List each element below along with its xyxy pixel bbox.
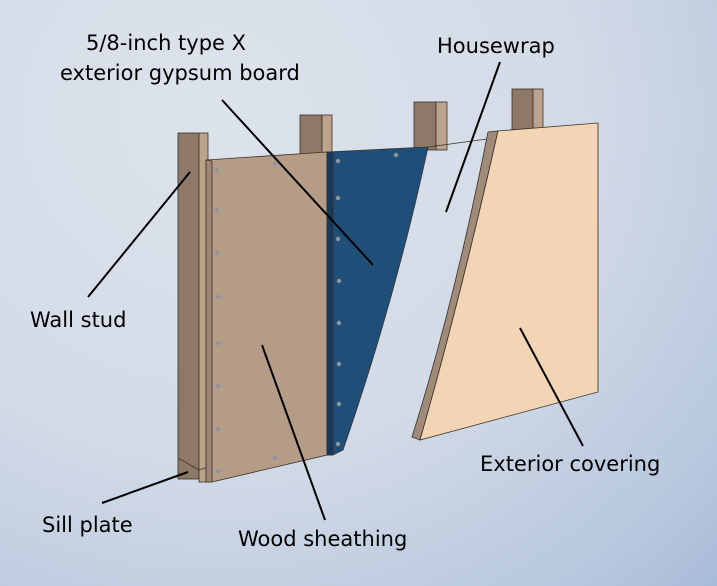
exterior-covering bbox=[411, 122, 599, 441]
housewrap-leader-line bbox=[445, 61, 501, 213]
wall-stud-3 bbox=[413, 101, 448, 151]
sill-plate-label: Sill plate bbox=[42, 513, 133, 537]
wall-stud-leader-line bbox=[87, 171, 191, 298]
wall-stud-label: Wall stud bbox=[30, 308, 127, 332]
gypsum-label-line1: 5/8-inch type X bbox=[86, 31, 247, 55]
fasteners bbox=[214, 152, 399, 474]
housewrap-label: Housewrap bbox=[437, 34, 555, 58]
gypsum-leader-line bbox=[221, 99, 374, 266]
wood-sheathing bbox=[205, 151, 328, 483]
wall-stud bbox=[177, 132, 209, 483]
wall-stud-2 bbox=[299, 114, 333, 156]
sill-plate-leader-line bbox=[101, 471, 189, 504]
gypsum-label-line2: exterior gypsum board bbox=[60, 61, 300, 85]
leader-lines bbox=[87, 61, 584, 521]
covering-leader-line bbox=[519, 327, 584, 447]
gypsum-board bbox=[326, 146, 429, 456]
wood-sheathing-label: Wood sheathing bbox=[238, 527, 408, 551]
exterior-covering-label: Exterior covering bbox=[480, 452, 661, 476]
sheathing-leader-line bbox=[261, 344, 326, 521]
